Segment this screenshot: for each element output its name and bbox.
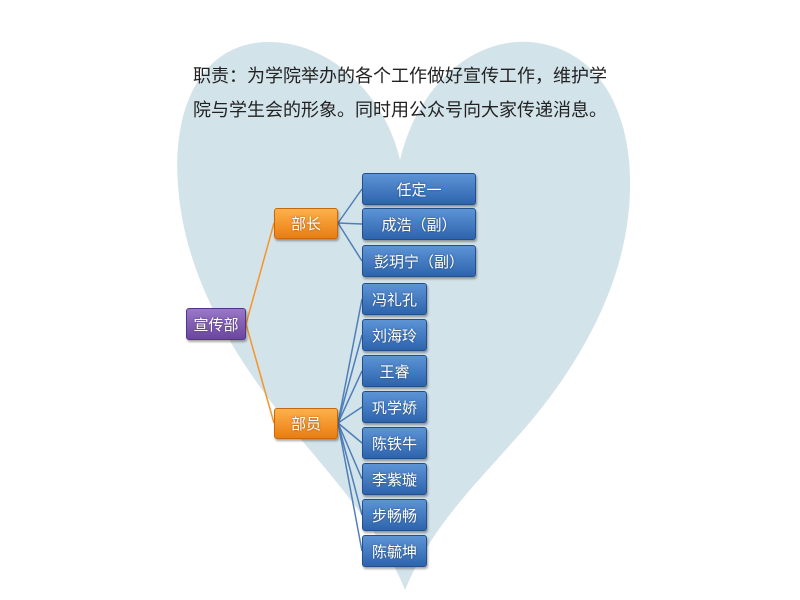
group-to-member-line bbox=[337, 298, 363, 424]
member-node: 巩学娇 bbox=[362, 391, 427, 423]
description-text: 职责：为学院举办的各个工作做好宣传工作，维护学院与学生会的形象。同时用公众号向大… bbox=[193, 66, 607, 121]
member-node: 陈毓坤 bbox=[362, 535, 427, 567]
group-to-member-line bbox=[337, 222, 363, 262]
member-node: 步畅畅 bbox=[362, 499, 427, 531]
member-node: 冯礼孔 bbox=[362, 283, 427, 315]
group-to-member-line bbox=[337, 422, 363, 480]
group-to-member-line bbox=[337, 422, 363, 444]
group-to-member-line bbox=[337, 222, 363, 225]
member-node: 刘海玲 bbox=[362, 319, 427, 351]
member-node: 李紫璇 bbox=[362, 463, 427, 495]
member-node: 彭玥宁（副） bbox=[362, 245, 476, 277]
group-node: 部员 bbox=[274, 408, 338, 439]
group-to-member-line bbox=[337, 334, 363, 424]
member-node: 陈铁牛 bbox=[362, 427, 427, 459]
member-node: 王睿 bbox=[362, 355, 427, 387]
root-to-group-line bbox=[245, 222, 275, 325]
group-to-member-line bbox=[337, 188, 363, 224]
group-to-member-line bbox=[337, 422, 363, 516]
root-to-group-line bbox=[245, 323, 275, 424]
group-to-member-line bbox=[337, 370, 363, 424]
group-node: 部长 bbox=[274, 208, 338, 239]
group-to-member-line bbox=[337, 406, 363, 424]
member-node: 成浩（副） bbox=[362, 208, 476, 240]
group-to-member-line bbox=[337, 422, 363, 552]
root-node: 宣传部 bbox=[186, 308, 246, 340]
member-node: 任定一 bbox=[362, 173, 476, 205]
